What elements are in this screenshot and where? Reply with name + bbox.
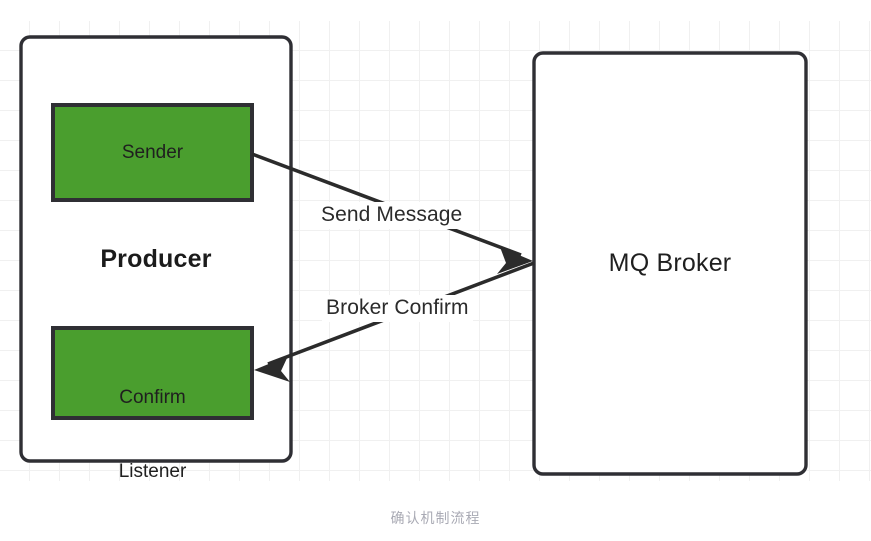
diagram-caption: 确认机制流程 [390,510,481,526]
producer-container-label: Producer [100,245,212,273]
send-message-edge-label: Send Message [317,202,467,229]
broker-confirm-edge-label: Broker Confirm [322,295,473,322]
mq-broker-container-label: MQ Broker [608,249,732,277]
sender-node-shape[interactable] [51,103,254,202]
confirm-listener-label-line-1: Confirm [119,386,186,408]
sender-node-label: Sender [121,142,184,163]
confirm-listener-node-label: Confirm Listener [53,342,252,528]
confirm-listener-node-shape[interactable] [51,326,254,420]
broker-confirm-arrow[interactable] [254,261,535,382]
confirm-listener-label-line-2: Listener [118,461,187,483]
